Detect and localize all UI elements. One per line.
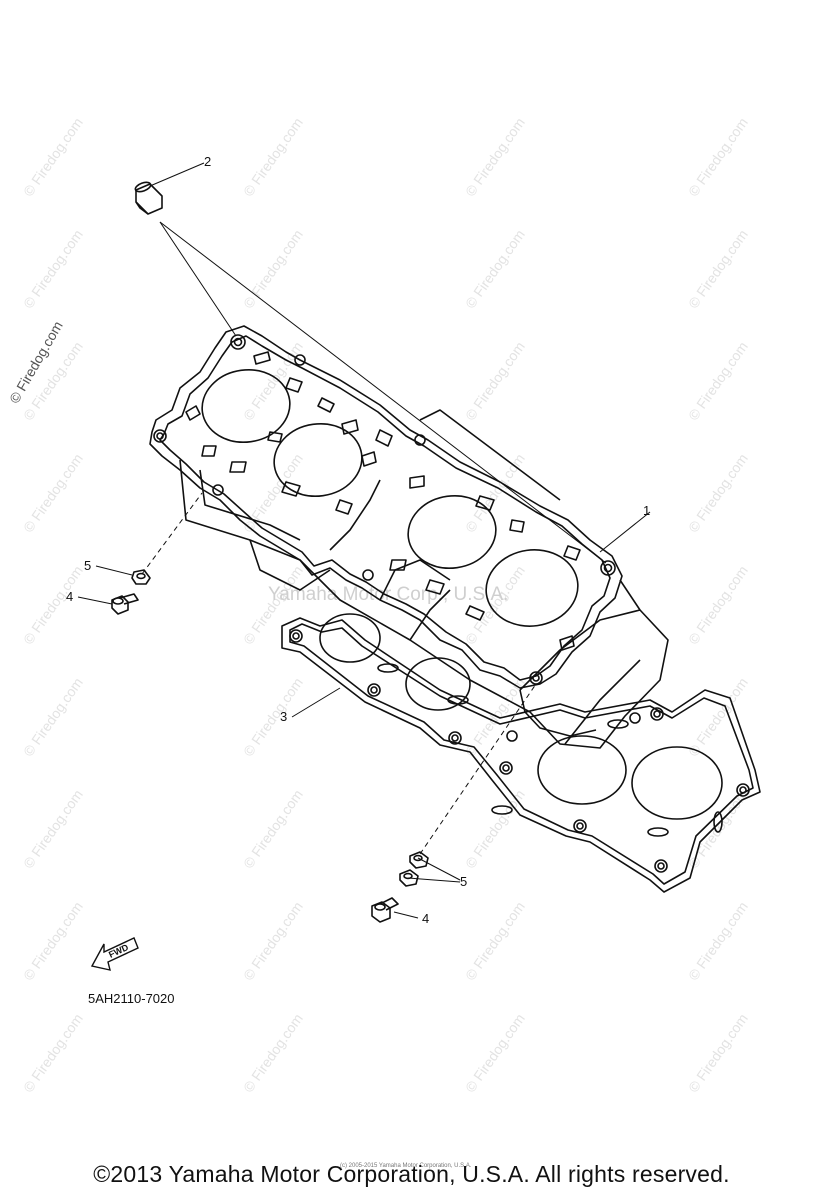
fwd-arrow-icon [90, 937, 139, 971]
bolt-upper [111, 593, 139, 615]
fine-print: (c) 2005-2015 Yamaha Motor Corporation, … [340, 1163, 472, 1169]
bolt-lower [371, 897, 399, 923]
callout-3: 3 [280, 709, 288, 724]
dowel-pin [134, 181, 163, 215]
callout-4-upper: 4 [66, 589, 74, 604]
diagram-code: 5AH2110-7020 [88, 991, 175, 1006]
callout-1: 1 [643, 503, 651, 518]
center-watermark: Yamaha Motor Corp., U.S.A. [268, 584, 509, 605]
leader-lines [77, 162, 651, 919]
callout-2: 2 [204, 154, 212, 169]
washer-upper [131, 569, 151, 585]
copyright-notice: ©2013 Yamaha Motor Corporation, U.S.A. A… [93, 1161, 730, 1187]
callout-5-lower: 5 [460, 874, 468, 889]
washer-lower-a [409, 851, 429, 869]
cylinder-gasket [281, 613, 761, 893]
callout-5-upper: 5 [84, 558, 92, 573]
callout-4-lower: 4 [422, 911, 430, 926]
cylinder-block [149, 325, 669, 749]
